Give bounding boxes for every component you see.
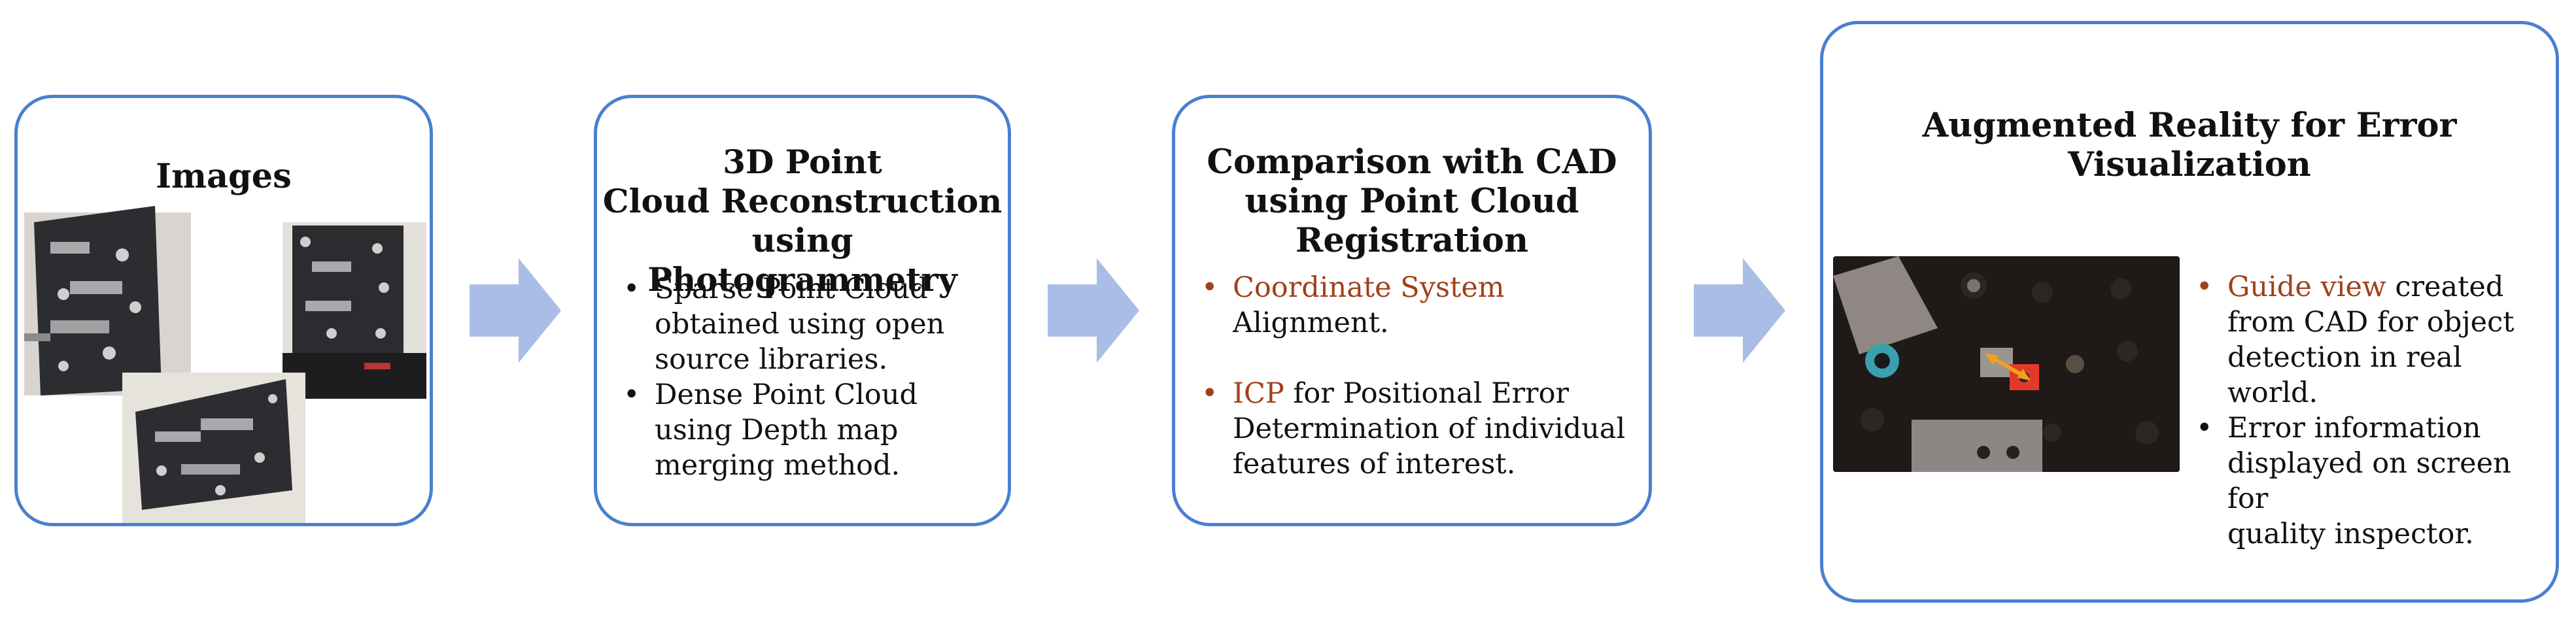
bullet-line: Determination of individual bbox=[1233, 412, 1626, 445]
bullet-line: for Positional Error bbox=[1284, 377, 1570, 410]
bullet-line: Sparse Point Cloud bbox=[655, 273, 928, 305]
images-step-box: Images bbox=[14, 95, 433, 526]
reconstruction-title: 3D Point Cloud Reconstruction using Phot… bbox=[597, 143, 1008, 299]
photo-right bbox=[283, 222, 426, 399]
reconstruction-title-line: Photogrammetry bbox=[647, 260, 957, 299]
bullet-line: detection in real world. bbox=[2227, 341, 2462, 409]
arrow-right-icon bbox=[1048, 258, 1139, 363]
reconstruction-step-box: 3D Point Cloud Reconstruction using Phot… bbox=[594, 95, 1011, 526]
arrow-right-icon bbox=[1694, 258, 1785, 363]
images-title: Images bbox=[156, 157, 292, 196]
bullet-item: • Guide view created from CAD for object… bbox=[2190, 269, 2559, 411]
bullet-line: created bbox=[2386, 271, 2504, 303]
comparison-bullets: • Coordinate System Alignment. • ICP for… bbox=[1195, 270, 1646, 482]
comparison-title-line: using Point Cloud bbox=[1245, 182, 1579, 221]
bullet-item: • Error information displayed on screen … bbox=[2190, 411, 2559, 552]
reconstruction-bullets: • Sparse Point Cloud obtained using open… bbox=[617, 271, 1003, 483]
photo-left bbox=[24, 206, 191, 395]
bullet-line: quality inspector. bbox=[2227, 518, 2474, 550]
comparison-title: Comparison with CAD using Point Cloud Re… bbox=[1175, 143, 1649, 260]
bullet-item: • ICP for Positional Error Determination… bbox=[1195, 376, 1646, 482]
bullet-line: merging method. bbox=[655, 449, 901, 482]
bullet-item: • Coordinate System Alignment. bbox=[1195, 270, 1646, 341]
comparison-title-line: Comparison with CAD bbox=[1207, 143, 1617, 182]
bullet-line: from CAD for object bbox=[2227, 306, 2515, 339]
ar-bullets: • Guide view created from CAD for object… bbox=[2190, 269, 2559, 552]
bullet-line: Alignment. bbox=[1233, 307, 1389, 339]
bullet-item: • Dense Point Cloud using Depth map merg… bbox=[617, 377, 1003, 483]
bullet-line: using Depth map bbox=[655, 414, 899, 446]
ar-step-box: Augmented Reality for Error Visualizatio… bbox=[1820, 21, 2559, 603]
icp-highlight: ICP bbox=[1233, 377, 1284, 410]
comparison-step-box: Comparison with CAD using Point Cloud Re… bbox=[1172, 95, 1652, 526]
bullet-item: • Sparse Point Cloud obtained using open… bbox=[617, 271, 1003, 377]
bullet-line: features of interest. bbox=[1233, 448, 1516, 480]
reconstruction-title-line: 3D Point bbox=[723, 143, 882, 181]
comparison-title-line: Registration bbox=[1295, 221, 1529, 260]
bullet-line: obtained using open bbox=[655, 308, 945, 341]
coordinate-system-highlight: Coordinate System bbox=[1233, 271, 1505, 304]
bullet-line: Dense Point Cloud bbox=[655, 378, 918, 411]
bullet-line: displayed on screen for bbox=[2227, 447, 2511, 515]
bullet-line: Error information bbox=[2227, 412, 2481, 445]
arrow-right-icon bbox=[470, 258, 561, 363]
guide-view-highlight: Guide view bbox=[2227, 271, 2386, 303]
reconstruction-title-line: Cloud Reconstruction using bbox=[602, 182, 1003, 260]
photo-bottom bbox=[122, 373, 305, 523]
ar-title-line: Visualization bbox=[2068, 145, 2311, 184]
photogrammetry-images-collage bbox=[24, 206, 426, 523]
bullet-line: source libraries. bbox=[655, 343, 888, 376]
ar-guide-view-image bbox=[1833, 256, 2180, 472]
ar-title: Augmented Reality for Error Visualizatio… bbox=[1823, 106, 2556, 184]
ar-title-line: Augmented Reality for Error bbox=[1922, 106, 2457, 145]
